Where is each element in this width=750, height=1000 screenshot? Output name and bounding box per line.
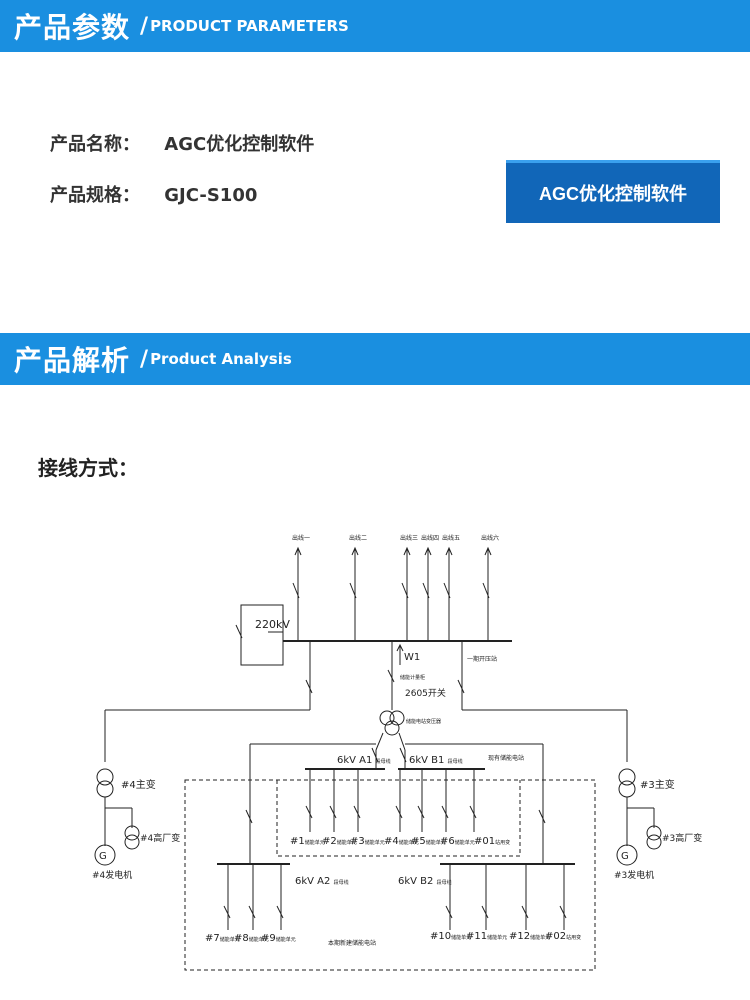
outline-label: 出线三 <box>400 534 418 542</box>
generator-4-label: #4发电机 <box>92 869 132 881</box>
section-title-en: Product Analysis <box>150 350 292 368</box>
unit-label: #01站用变 <box>474 836 510 847</box>
unit-label: #2储能单元 <box>322 836 357 847</box>
unit-label: #11储能单元 <box>466 931 507 942</box>
main-transformer-4-label: #4主变 <box>121 778 156 791</box>
unit-label: #12储能单元 <box>509 931 550 942</box>
meter-label: 储能计量柜 <box>400 674 425 681</box>
product-name-label: 产品名称： <box>50 134 140 155</box>
main-transformer-3-label: #3主变 <box>640 778 675 791</box>
unit-label: #4储能单元 <box>384 836 419 847</box>
generator-4-symbol: G <box>99 851 107 862</box>
unit-label: #6储能单元 <box>440 836 475 847</box>
unit-label: #02站用变 <box>545 931 581 942</box>
storage-transformer-label: 储能电站变压器 <box>406 718 441 725</box>
unit-label: #1储能单元 <box>290 836 325 847</box>
new-station-label: 本期新建储能电站 <box>328 939 376 947</box>
section-slash: / <box>140 13 149 39</box>
outline-label: 出线六 <box>481 534 499 542</box>
unit-label: #10储能单元 <box>430 931 471 942</box>
unit-label: #5储能单元 <box>411 836 446 847</box>
product-spec-row: 产品规格： GJC-S100 <box>50 181 257 207</box>
section-title-cn: 产品参数 <box>14 11 131 44</box>
outline-label: 出线一 <box>292 534 310 542</box>
existing-station-label: 现有储能电站 <box>488 754 524 762</box>
generator-3-label: #3发电机 <box>614 869 654 881</box>
box-220kv-label: 220kV <box>255 618 290 631</box>
bus-b2-label: 6kV B2 段母线 <box>398 876 452 887</box>
generator-3-symbol: G <box>621 851 629 862</box>
section-title-cn: 产品解析 <box>14 344 131 377</box>
switch-2605-label: 2605开关 <box>405 687 446 699</box>
bus-b1-label: 6kV B1 段母线 <box>409 755 463 766</box>
aux-transformer-4-label: #4高厂变 <box>140 832 180 844</box>
outline-label: 出线五 <box>442 534 460 542</box>
section-title-en: PRODUCT PARAMETERS <box>150 17 349 35</box>
product-spec-label: 产品规格： <box>50 185 140 206</box>
unit-label: #8储能单元 <box>234 933 269 944</box>
product-spec-value: GJC-S100 <box>164 185 258 206</box>
wiring-diagram: 出线一 出线二 出线三 出线四 出线五 出线六 220kV W1 储能计量柜 2… <box>92 534 702 971</box>
unit-label: #7储能单元 <box>205 933 240 944</box>
section-slash: / <box>140 346 149 372</box>
section-header-parameters: 产品参数 / PRODUCT PARAMETERS <box>0 0 750 52</box>
product-name-row: 产品名称： AGC优化控制软件 <box>50 130 314 156</box>
product-name-value: AGC优化控制软件 <box>164 134 315 155</box>
unit-label: #9储能单元 <box>261 933 296 944</box>
section-header-analysis: 产品解析 / Product Analysis <box>0 333 750 385</box>
w1-label: W1 <box>404 652 420 663</box>
unit-label: #3储能单元 <box>350 836 385 847</box>
wiring-label: 接线方式： <box>38 456 138 480</box>
bus-a2-label: 6kV A2 段母线 <box>295 876 349 887</box>
outline-label: 出线二 <box>349 534 367 542</box>
outline-label: 出线四 <box>421 534 439 542</box>
bus-a1-label: 6kV A1 段母线 <box>337 755 391 766</box>
aux-transformer-3-label: #3高厂变 <box>662 832 702 844</box>
product-button[interactable]: AGC优化控制软件 <box>506 160 720 223</box>
line-backup-label: 一期开压站 <box>467 655 497 663</box>
